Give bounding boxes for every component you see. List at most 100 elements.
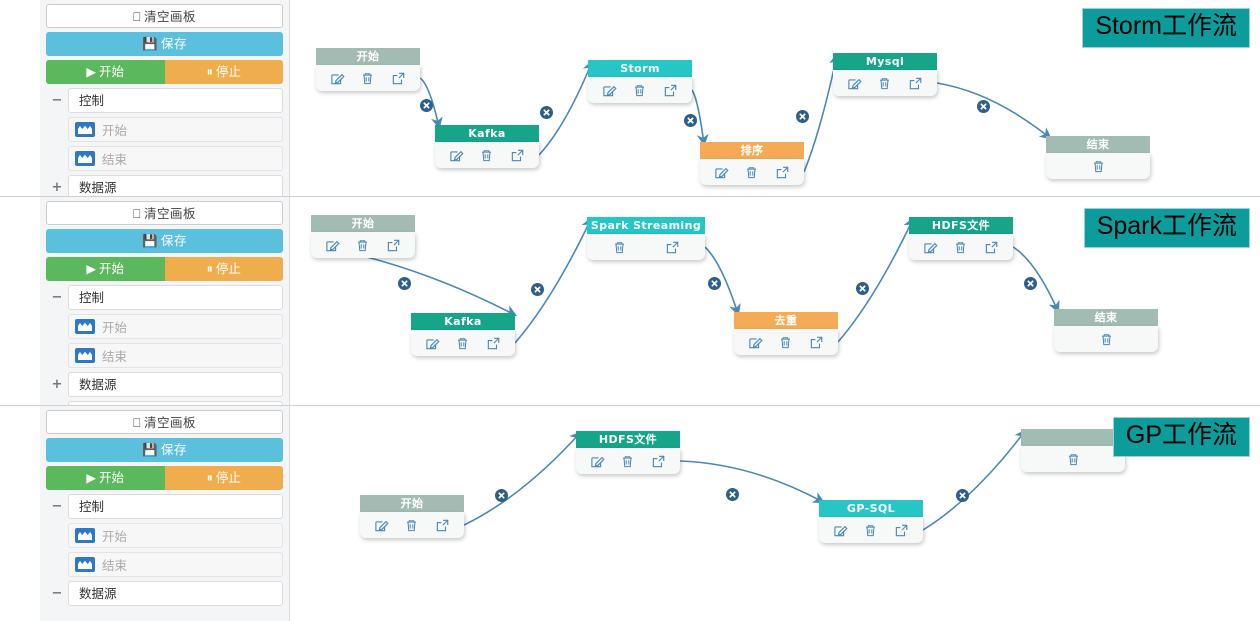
delete-icon[interactable] bbox=[877, 76, 892, 91]
expand-icon[interactable] bbox=[809, 335, 824, 350]
minus-icon[interactable]: − bbox=[51, 586, 63, 601]
delete-icon[interactable] bbox=[612, 240, 627, 255]
delete-connector-icon[interactable] bbox=[856, 282, 869, 295]
stop-button[interactable]: ⏸停止 bbox=[164, 466, 283, 490]
delete-connector-icon[interactable] bbox=[1024, 277, 1037, 290]
delete-icon[interactable] bbox=[863, 523, 878, 538]
expand-icon[interactable] bbox=[775, 165, 790, 180]
delete-icon[interactable] bbox=[1099, 332, 1114, 347]
expand-icon[interactable] bbox=[391, 71, 406, 86]
workflow-node[interactable]: Mysql bbox=[833, 53, 937, 96]
tree-group-4[interactable]: +处理器 bbox=[46, 401, 283, 406]
workflow-node[interactable] bbox=[1021, 429, 1125, 472]
workflow-node[interactable]: HDFS文件 bbox=[576, 431, 680, 474]
tree-group-0[interactable]: −控制 bbox=[46, 88, 283, 113]
delete-icon[interactable] bbox=[953, 240, 968, 255]
delete-connector-icon[interactable] bbox=[796, 110, 809, 123]
tree-leaf-2[interactable]: 结束 bbox=[68, 552, 283, 577]
edit-icon[interactable] bbox=[590, 454, 605, 469]
delete-icon[interactable] bbox=[360, 71, 375, 86]
delete-icon[interactable] bbox=[355, 238, 370, 253]
delete-connector-icon[interactable] bbox=[956, 489, 969, 502]
delete-icon[interactable] bbox=[744, 165, 759, 180]
tree-leaf-2[interactable]: 结束 bbox=[68, 343, 283, 368]
delete-connector-icon[interactable] bbox=[398, 277, 411, 290]
edit-icon[interactable] bbox=[923, 240, 938, 255]
workflow-node[interactable]: 结束 bbox=[1046, 136, 1150, 179]
edit-icon[interactable] bbox=[374, 518, 389, 533]
delete-icon[interactable] bbox=[404, 518, 419, 533]
workflow-node[interactable]: GP-SQL bbox=[819, 500, 923, 543]
delete-connector-icon[interactable] bbox=[684, 114, 697, 127]
clear-canvas-button[interactable]: ⎕清空画板 bbox=[46, 410, 283, 434]
minus-icon[interactable]: − bbox=[51, 93, 63, 108]
edit-icon[interactable] bbox=[425, 336, 440, 351]
tree-group-3[interactable]: −数据源 bbox=[46, 581, 283, 606]
start-button[interactable]: ▶开始 bbox=[46, 466, 165, 490]
tree-leaf-2[interactable]: 结束 bbox=[68, 146, 283, 171]
clear-canvas-button[interactable]: ⎕清空画板 bbox=[46, 4, 283, 28]
start-button[interactable]: ▶开始 bbox=[46, 60, 165, 84]
delete-connector-icon[interactable] bbox=[531, 283, 544, 296]
delete-connector-icon[interactable] bbox=[420, 99, 433, 112]
plus-icon[interactable]: + bbox=[51, 377, 63, 392]
expand-icon[interactable] bbox=[665, 240, 680, 255]
workflow-node[interactable]: HDFS文件 bbox=[909, 217, 1013, 260]
minus-icon[interactable]: − bbox=[51, 499, 63, 514]
expand-icon[interactable] bbox=[510, 148, 525, 163]
tree-leaf-1[interactable]: 开始 bbox=[68, 314, 283, 339]
delete-connector-icon[interactable] bbox=[977, 100, 990, 113]
workflow-node[interactable]: Kafka bbox=[435, 125, 539, 168]
save-button[interactable]: 💾保存 bbox=[46, 32, 283, 56]
expand-icon[interactable] bbox=[984, 240, 999, 255]
workflow-node[interactable]: Storm bbox=[588, 60, 692, 103]
tree-group-3[interactable]: +数据源 bbox=[46, 372, 283, 397]
clear-canvas-button[interactable]: ⎕清空画板 bbox=[46, 201, 283, 225]
tree-group-3[interactable]: +数据源 bbox=[46, 175, 283, 197]
save-button[interactable]: 💾保存 bbox=[46, 229, 283, 253]
workflow-node[interactable]: 排序 bbox=[700, 142, 804, 185]
edit-icon[interactable] bbox=[833, 523, 848, 538]
delete-icon[interactable] bbox=[1066, 452, 1081, 467]
delete-icon[interactable] bbox=[479, 148, 494, 163]
workflow-node[interactable]: 开始 bbox=[311, 215, 415, 258]
delete-icon[interactable] bbox=[620, 454, 635, 469]
workflow-node[interactable]: Spark Streaming bbox=[587, 217, 705, 260]
stop-button[interactable]: ⏸停止 bbox=[164, 60, 283, 84]
delete-icon[interactable] bbox=[455, 336, 470, 351]
expand-icon[interactable] bbox=[386, 238, 401, 253]
edit-icon[interactable] bbox=[602, 83, 617, 98]
delete-connector-icon[interactable] bbox=[708, 277, 721, 290]
workflow-node[interactable]: 去重 bbox=[734, 312, 838, 355]
stop-button[interactable]: ⏸停止 bbox=[164, 257, 283, 281]
delete-connector-icon[interactable] bbox=[726, 488, 739, 501]
delete-icon[interactable] bbox=[632, 83, 647, 98]
tree-leaf-1[interactable]: 开始 bbox=[68, 117, 283, 142]
expand-icon[interactable] bbox=[663, 83, 678, 98]
edit-icon[interactable] bbox=[714, 165, 729, 180]
workflow-node[interactable]: 结束 bbox=[1054, 309, 1158, 352]
save-button[interactable]: 💾保存 bbox=[46, 438, 283, 462]
start-button[interactable]: ▶开始 bbox=[46, 257, 165, 281]
delete-icon[interactable] bbox=[1091, 159, 1106, 174]
tree-group-0[interactable]: −控制 bbox=[46, 285, 283, 310]
edit-icon[interactable] bbox=[325, 238, 340, 253]
edit-icon[interactable] bbox=[748, 335, 763, 350]
minus-icon[interactable]: − bbox=[51, 290, 63, 305]
tree-group-0[interactable]: −控制 bbox=[46, 494, 283, 519]
workflow-node[interactable]: 开始 bbox=[360, 495, 464, 538]
plus-icon[interactable]: + bbox=[51, 180, 63, 195]
expand-icon[interactable] bbox=[435, 518, 450, 533]
workflow-node[interactable]: 开始 bbox=[316, 48, 420, 91]
expand-icon[interactable] bbox=[486, 336, 501, 351]
edit-icon[interactable] bbox=[449, 148, 464, 163]
expand-icon[interactable] bbox=[651, 454, 666, 469]
workflow-node[interactable]: Kafka bbox=[411, 313, 515, 356]
edit-icon[interactable] bbox=[330, 71, 345, 86]
edit-icon[interactable] bbox=[847, 76, 862, 91]
expand-icon[interactable] bbox=[894, 523, 909, 538]
delete-connector-icon[interactable] bbox=[495, 489, 508, 502]
tree-leaf-1[interactable]: 开始 bbox=[68, 523, 283, 548]
